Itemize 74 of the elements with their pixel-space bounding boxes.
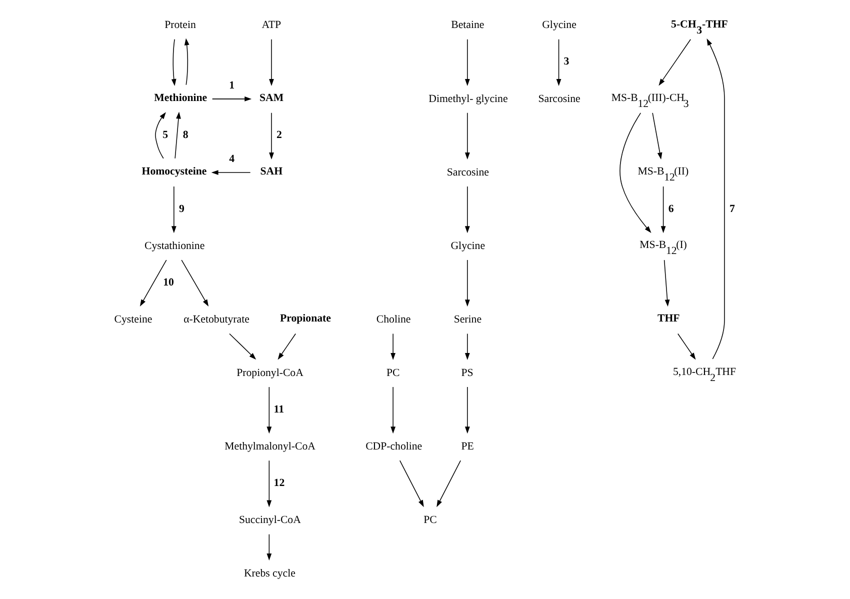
- arrow: [390, 333, 396, 360]
- node-text: PC: [386, 366, 400, 379]
- arrow: [678, 333, 696, 360]
- arrow: [181, 260, 209, 306]
- arrow: [464, 386, 470, 434]
- arrow: [464, 186, 470, 234]
- node-text: Choline: [376, 314, 411, 326]
- arrow: [211, 170, 251, 175]
- arrow: [278, 333, 296, 360]
- arrow: [706, 38, 725, 360]
- arrow: [390, 386, 396, 434]
- arrow: [464, 38, 470, 86]
- arrow: [436, 460, 461, 508]
- node-text: SAM: [259, 92, 284, 104]
- node-text: Betaine: [451, 19, 484, 32]
- edge-label: 7: [730, 202, 735, 215]
- node-text: Sarcosine: [446, 166, 489, 178]
- arrow: [174, 112, 181, 159]
- node-text: CDP-choline: [366, 440, 422, 452]
- arrow: [399, 460, 424, 508]
- arrow: [652, 112, 662, 160]
- arrow: [556, 38, 562, 86]
- arrow: [658, 38, 691, 86]
- node-text: Cystathionine: [144, 240, 205, 252]
- arrow: [464, 112, 470, 160]
- arrow: [212, 96, 252, 102]
- node-text: Protein: [164, 19, 196, 32]
- arrow: [155, 112, 166, 159]
- arrow: [266, 534, 272, 561]
- edge-label: 2: [276, 129, 282, 142]
- arrow: [171, 38, 176, 86]
- node-text: Glycine: [450, 240, 486, 252]
- node-text: THF: [658, 312, 680, 325]
- node-text: Serine: [454, 314, 482, 326]
- edge-label: 10: [163, 276, 174, 288]
- arrow: [660, 186, 666, 234]
- arrow: [464, 333, 470, 360]
- node-text: Propionyl-CoA: [236, 366, 304, 379]
- arrow: [266, 460, 272, 508]
- node-text: Succinyl-CoA: [238, 514, 301, 526]
- edge-label: 11: [274, 403, 284, 416]
- node-text: Sarcosine: [538, 92, 580, 105]
- node-text: SAH: [260, 166, 283, 178]
- edge-label: 3: [564, 56, 570, 68]
- edge-label: 12: [274, 476, 285, 489]
- node-text: PC: [424, 514, 437, 526]
- arrow: [620, 112, 652, 233]
- node-text: PS: [461, 366, 474, 379]
- node-text: Methylmalonyl-CoA: [224, 440, 316, 452]
- arrow: [140, 260, 167, 307]
- node-text: Homocysteine: [142, 166, 207, 178]
- edge-label: 1: [229, 80, 235, 92]
- node-text: Cysteine: [114, 314, 152, 326]
- node-text: Dimethyl- glycine: [428, 92, 508, 105]
- arrow: [664, 260, 670, 307]
- arrow: [266, 386, 272, 434]
- arrow: [269, 112, 274, 160]
- arrow: [184, 38, 190, 86]
- arrow: [269, 38, 274, 86]
- edge-label: 6: [668, 202, 674, 215]
- node-text: Glycine: [542, 19, 576, 32]
- arrow: [229, 333, 256, 360]
- edge-label: 4: [229, 153, 235, 166]
- node-text: Methionine: [154, 92, 208, 104]
- node-text: ATP: [262, 19, 282, 32]
- edge-label: 8: [182, 129, 188, 142]
- edge-label: 9: [178, 202, 184, 215]
- edge-label: 5: [162, 129, 168, 142]
- node-text: Propionate: [280, 312, 331, 325]
- arrow: [171, 186, 176, 234]
- node-text: Krebs cycle: [244, 567, 296, 580]
- arrow: [464, 260, 470, 307]
- node-text: α-Ketobutyrate: [184, 314, 250, 326]
- node-text: PE: [461, 440, 474, 452]
